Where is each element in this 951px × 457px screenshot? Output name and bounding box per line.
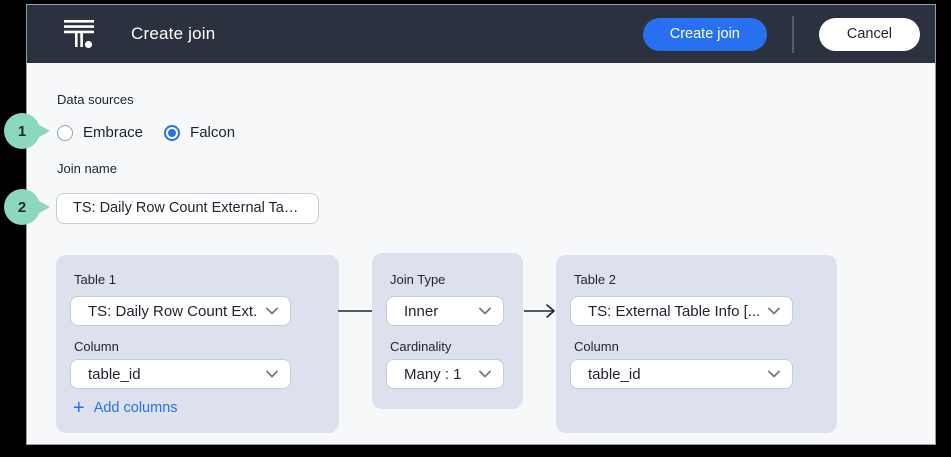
table1-panel: Table 1 TS: Daily Row Count Ext... Colum…	[56, 255, 339, 433]
table2-title: Table 2	[574, 272, 616, 287]
join-type-dropdown[interactable]: Inner	[386, 296, 504, 326]
join-type-label: Join Type	[390, 272, 446, 287]
chevron-down-icon	[479, 307, 491, 315]
header-bar: Create join Create join Cancel	[27, 5, 935, 63]
create-join-window: Create join Create join Cancel Data sour…	[26, 4, 936, 445]
cardinality-label: Cardinality	[390, 339, 452, 354]
table2-column-dropdown[interactable]: table_id	[570, 359, 793, 389]
cardinality-dropdown[interactable]: Many : 1	[386, 359, 504, 389]
table1-column-label: Column	[74, 339, 119, 354]
table1-table-dropdown[interactable]: TS: Daily Row Count Ext...	[70, 296, 291, 326]
table1-column-dropdown[interactable]: table_id	[70, 359, 291, 389]
radio-selected-icon[interactable]	[164, 124, 181, 141]
add-columns-link[interactable]: + Add columns	[73, 397, 178, 419]
table2-table-dropdown[interactable]: TS: External Table Info [...	[570, 296, 793, 326]
chevron-down-icon	[479, 370, 491, 378]
radio-unselected-icon[interactable]	[57, 124, 73, 141]
add-columns-label: Add columns	[93, 400, 178, 416]
radio-label: Falcon	[190, 124, 236, 141]
header-divider	[791, 15, 794, 53]
table2-column-label: Column	[574, 339, 619, 354]
join-name-input[interactable]: TS: Daily Row Count External Tabl...	[56, 193, 319, 224]
create-join-button[interactable]: Create join	[642, 17, 767, 51]
join-connector-arrow-icon	[524, 304, 555, 318]
radio-label: Embrace	[83, 124, 144, 141]
page-title: Create join	[131, 24, 216, 43]
callout-badge-2: 2	[4, 189, 50, 225]
data-sources-label: Data sources	[57, 92, 134, 107]
table2-panel: Table 2 TS: External Table Info [... Col…	[556, 255, 837, 433]
chevron-down-icon	[266, 307, 278, 315]
cancel-button[interactable]: Cancel	[818, 17, 920, 51]
join-connector-line	[338, 310, 373, 312]
chevron-down-icon	[266, 370, 278, 378]
data-source-radio-group: Embrace Falcon	[57, 124, 256, 141]
callout-badge-1: 1	[4, 113, 50, 149]
join-name-label: Join name	[57, 161, 117, 176]
radio-option-falcon[interactable]: Falcon	[164, 124, 235, 141]
radio-option-embrace[interactable]: Embrace	[57, 124, 143, 141]
chevron-down-icon	[768, 307, 780, 315]
chevron-down-icon	[768, 370, 780, 378]
thoughtspot-logo-icon	[64, 19, 94, 49]
join-type-panel: Join Type Inner Cardinality Many : 1	[372, 253, 523, 409]
plus-icon: +	[73, 397, 85, 419]
table1-title: Table 1	[74, 272, 116, 287]
